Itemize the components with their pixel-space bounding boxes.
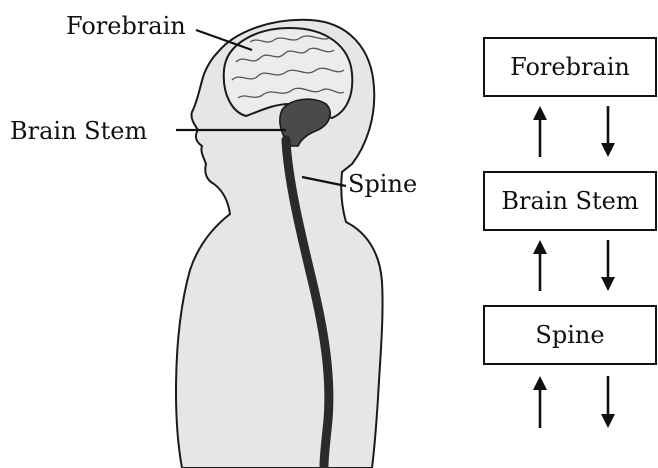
- arrow-up-3: [533, 376, 547, 428]
- box-forebrain-label: Forebrain: [510, 53, 630, 81]
- box-spine-label: Spine: [535, 321, 604, 349]
- arrow-down-2: [601, 240, 615, 291]
- label-spine: Spine: [348, 170, 417, 198]
- arrow-down-3: [601, 376, 615, 428]
- box-forebrain: Forebrain: [484, 38, 656, 96]
- label-forebrain: Forebrain: [66, 12, 186, 40]
- box-spine: Spine: [484, 306, 656, 364]
- arrow-up-1: [533, 106, 547, 157]
- label-brain-stem: Brain Stem: [10, 117, 147, 145]
- arrow-down-1: [601, 106, 615, 157]
- arrow-up-2: [533, 240, 547, 291]
- box-brain-stem: Brain Stem: [484, 172, 656, 230]
- box-brain-stem-label: Brain Stem: [501, 187, 638, 215]
